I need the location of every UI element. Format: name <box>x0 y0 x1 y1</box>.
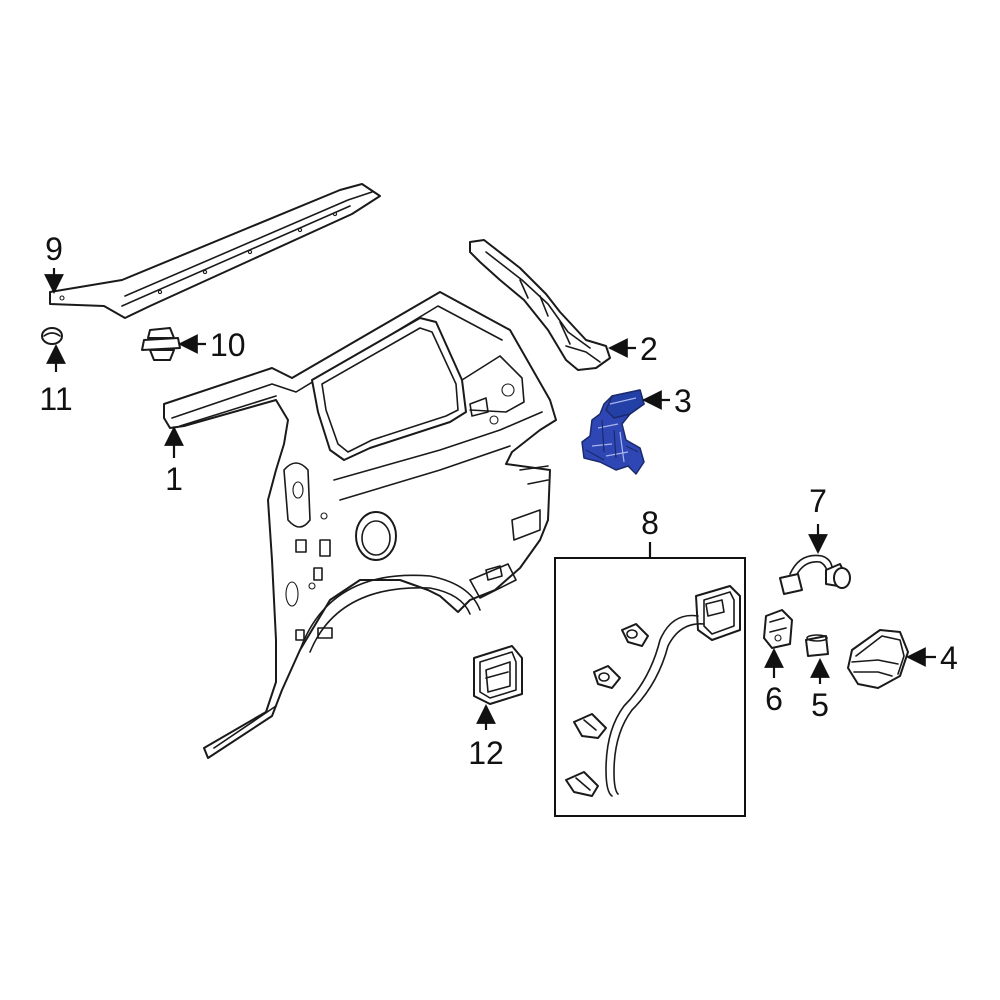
callout-12: 12 <box>468 735 504 771</box>
callout-1: 1 <box>165 461 183 497</box>
part-3-fuel-filler-bracket[interactable] <box>581 389 645 475</box>
part-1-quarter-panel[interactable] <box>163 291 557 759</box>
part-11-plug[interactable] <box>41 327 63 345</box>
part-2-bracket[interactable] <box>469 239 611 371</box>
part-7-release-cable[interactable] <box>779 554 851 595</box>
callout-11: 11 <box>39 381 72 417</box>
callout-3: 3 <box>674 383 692 419</box>
part-4-fuel-lid[interactable] <box>847 629 909 689</box>
part-5-cap[interactable] <box>805 634 829 657</box>
callout-8: 8 <box>641 505 659 541</box>
callout-9: 9 <box>45 231 63 267</box>
part-6-actuator[interactable] <box>763 609 793 649</box>
part-9-roof-rail[interactable] <box>49 183 381 319</box>
callout-5: 5 <box>811 687 829 723</box>
part-12-housing[interactable] <box>473 645 523 705</box>
part-8-fuel-door-kit[interactable] <box>554 557 746 817</box>
part-10-clip[interactable] <box>141 327 181 361</box>
callout-2: 2 <box>640 331 658 367</box>
callout-7: 7 <box>809 483 827 519</box>
callout-6: 6 <box>765 681 783 717</box>
callout-4: 4 <box>940 640 958 676</box>
callout-10: 10 <box>210 327 246 363</box>
